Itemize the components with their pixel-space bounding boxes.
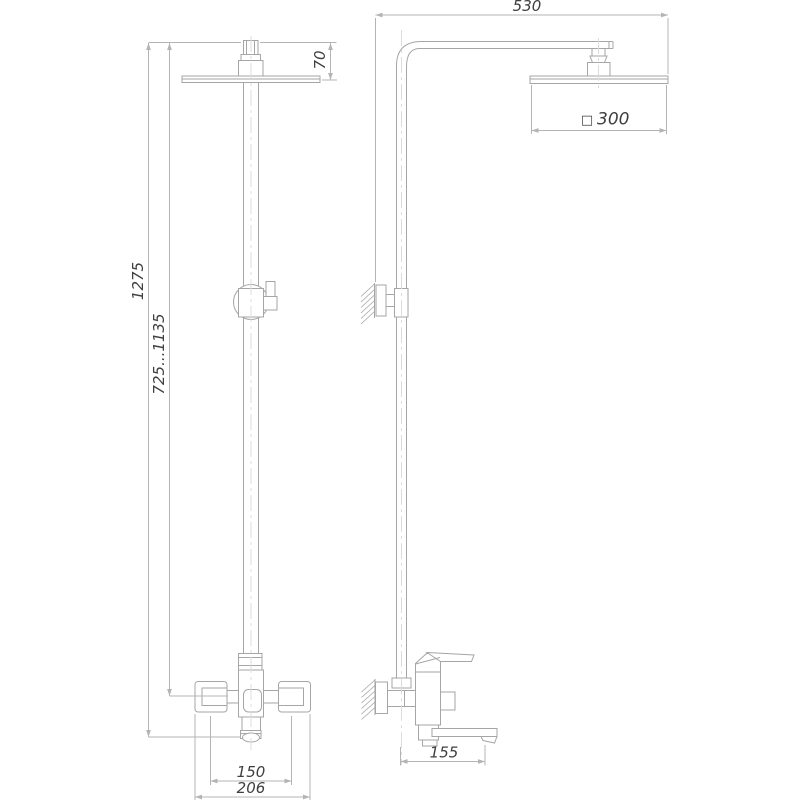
side-spout-arm — [431, 728, 498, 737]
dimension-arrows — [146, 12, 668, 800]
side-pipe-outer — [396, 41, 613, 678]
ext-155 — [400, 745, 486, 766]
side-arm-end-cap — [608, 41, 614, 49]
side-mixer-diverter — [440, 691, 456, 711]
dim-label-head-size: 300 — [597, 110, 629, 130]
dim-label-adjust-range: 725...1135 — [150, 313, 168, 394]
bracket-wall-hatch — [360, 283, 375, 325]
centerlines — [250, 30, 599, 765]
ext-530 — [375, 18, 669, 282]
dim-label-arm-span: 530 — [513, 0, 542, 15]
front-left-escutcheon — [194, 681, 228, 713]
ext-150 — [210, 716, 292, 785]
front-slider-knob-top — [265, 281, 276, 297]
ext-300 — [531, 85, 667, 134]
side-spout-tip — [480, 736, 498, 744]
front-left-escutcheon-inner — [201, 687, 228, 706]
side-pipe-inner — [406, 48, 613, 678]
front-right-escutcheon-inner — [278, 687, 304, 706]
dim-label-mixer-width: 206 — [237, 779, 266, 797]
front-slider-knob-base — [263, 296, 278, 311]
side-mixer-escutcheon — [375, 681, 388, 714]
square-section-symbol: □ — [581, 113, 593, 128]
ext-206 — [194, 714, 311, 800]
front-mixer-nut-bands — [238, 657, 262, 666]
mixer-wall-hatch — [361, 679, 376, 720]
side-mixer-cap-edge — [415, 657, 441, 665]
dimensions: 1275 725...1135 70 530 □ 300 150 206 155 — [129, 0, 669, 800]
dim-label-head-drop: 70 — [311, 50, 329, 69]
side-spout-foot — [422, 739, 438, 747]
front-mixer-cartridge-face — [243, 689, 262, 713]
side-mixer-body — [415, 671, 441, 726]
front-mixer-nut — [238, 653, 263, 671]
dim-label-overall-height: 1275 — [129, 262, 147, 300]
bracket-wall-plate — [375, 284, 387, 317]
front-right-escutcheon — [278, 681, 311, 713]
front-head-stub-detail — [246, 41, 255, 54]
dim-label-spout-reach: 155 — [430, 744, 459, 762]
dim-label-inlet-centers: 150 — [237, 763, 266, 781]
front-inlet-connectors — [227, 690, 279, 704]
bracket-arm — [386, 294, 395, 307]
side-view — [360, 41, 669, 747]
